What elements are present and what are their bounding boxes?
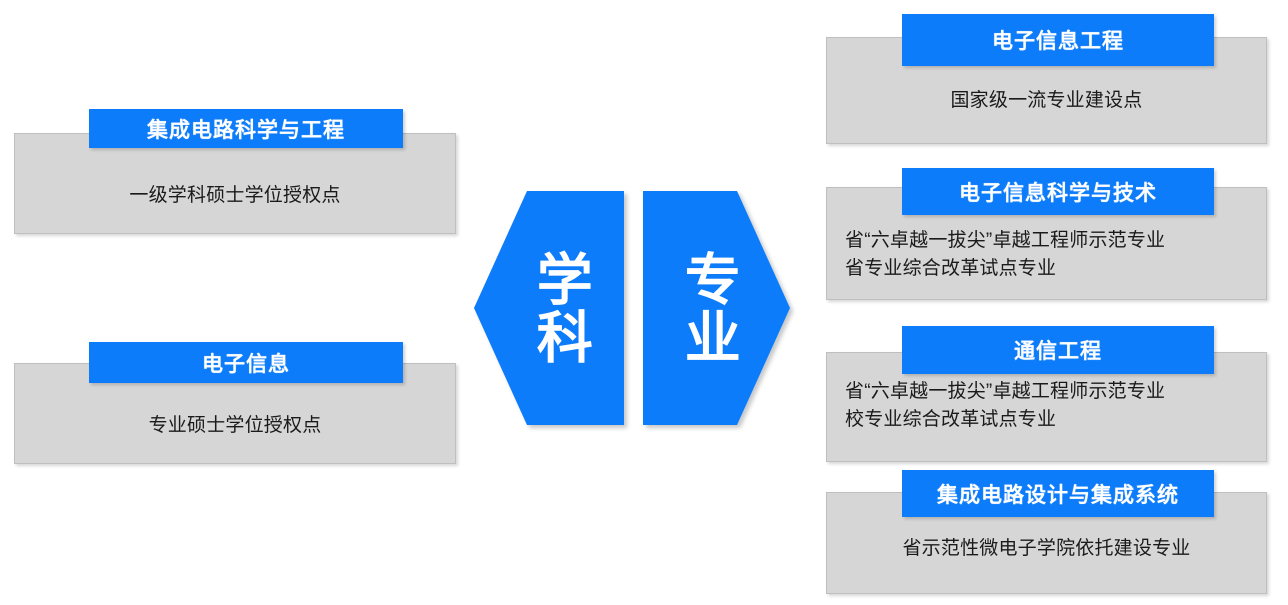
hexagon-left-shape — [474, 191, 624, 425]
card-body-text: 省示范性微电子学院依托建设专业 — [902, 538, 1191, 559]
card-body-line: 省“六卓越一拔尖”卓越工程师示范专业 — [845, 381, 1166, 402]
card-body-line: 省专业综合改革试点专业 — [845, 258, 1057, 279]
card-body-text: 省“六卓越一拔尖”卓越工程师示范专业校专业综合改革试点专业 — [827, 378, 1266, 434]
card-header-label[interactable]: 电子信息科学与技术 — [902, 168, 1214, 215]
hexagon-half-major[interactable]: 专业 — [466, 182, 802, 434]
card-header-label[interactable]: 集成电路设计与集成系统 — [902, 470, 1214, 517]
card-body-panel: 一级学科硕士学位授权点 — [14, 133, 456, 234]
card-body-text: 专业硕士学位授权点 — [148, 415, 322, 436]
hexagon-right-shape — [643, 191, 790, 425]
center-hexagon-group: 学科 专业 — [466, 182, 802, 434]
card-header-label[interactable]: 通信工程 — [902, 326, 1214, 374]
card-body-text: 一级学科硕士学位授权点 — [129, 185, 341, 206]
card-body-text: 省“六卓越一拔尖”卓越工程师示范专业省专业综合改革试点专业 — [827, 227, 1266, 283]
card-header-label[interactable]: 集成电路科学与工程 — [89, 109, 403, 148]
card-body-line: 省“六卓越一拔尖”卓越工程师示范专业 — [845, 230, 1166, 251]
card-body-text: 国家级一流专业建设点 — [950, 90, 1143, 111]
card-body-line: 校专业综合改革试点专业 — [845, 409, 1057, 430]
card-header-label[interactable]: 电子信息 — [89, 342, 403, 383]
card-header-label[interactable]: 电子信息工程 — [902, 14, 1214, 66]
